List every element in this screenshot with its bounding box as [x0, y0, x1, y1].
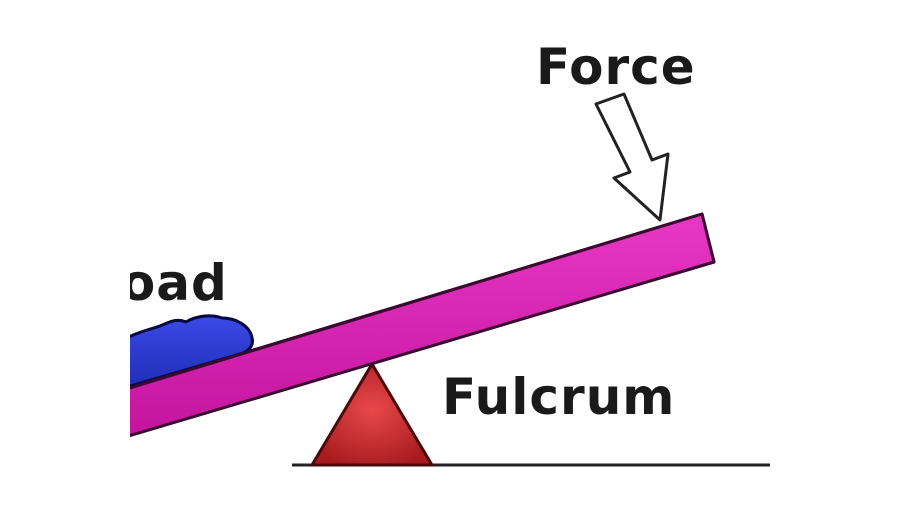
force-down-arrow-icon	[594, 92, 670, 222]
left-crop-mask	[0, 0, 130, 508]
fulcrum-triangle-icon	[310, 362, 434, 467]
load-label: Load	[130, 254, 228, 310]
load-label-clip: Load	[130, 250, 250, 310]
fulcrum-label: Fulcrum	[442, 368, 676, 426]
force-label: Force	[536, 38, 696, 96]
